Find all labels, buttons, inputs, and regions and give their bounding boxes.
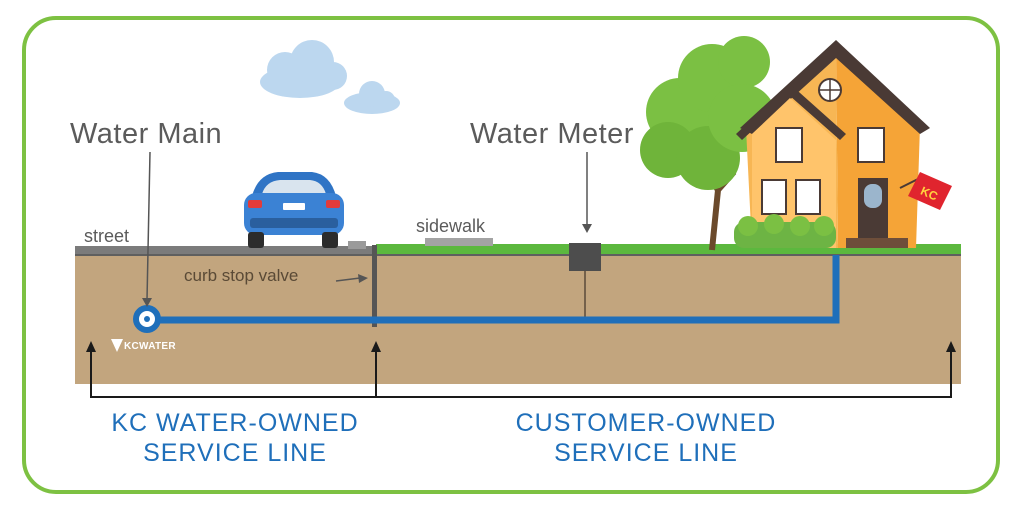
curb-stop-valve-label: curb stop valve [184,266,299,285]
meter-box [569,243,601,271]
flag-label: KC [918,184,940,204]
street-label: street [84,226,130,246]
street-surface [75,246,375,255]
small-cloud-icon [344,81,400,114]
sidewalk-slab [425,238,493,246]
curb-stop-valve [372,245,377,327]
grass [376,244,961,254]
house-icon: KC [734,40,952,248]
customer-owned-label: CUSTOMER-OWNED SERVICE LINE [486,408,806,468]
water-main-label: Water Main [70,118,223,150]
customer-owned-line1: CUSTOMER-OWNED [515,409,777,437]
curb [348,241,366,249]
kcwater-logo-icon [111,339,123,352]
tree-icon [640,36,776,251]
service-line-pipe [148,255,840,324]
kc-water-owned-label: KC WATER-OWNED SERVICE LINE [90,408,380,468]
water-meter-label: Water Meter [470,118,634,150]
sidewalk-label: sidewalk [416,216,486,236]
kc-owned-line1: KC WATER-OWNED [111,409,359,437]
cloud-icon [260,40,347,98]
car-icon [244,172,344,248]
kc-owned-line2: SERVICE LINE [143,439,327,467]
ownership-bracket [90,350,952,398]
brand-label: KCWATER [124,341,176,352]
customer-owned-line2: SERVICE LINE [554,439,738,467]
